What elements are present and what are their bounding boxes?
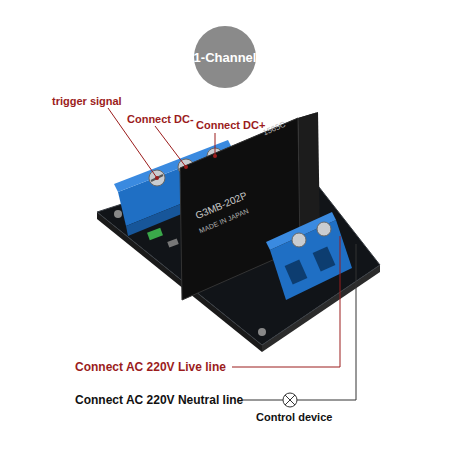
leader-line <box>155 126 186 167</box>
screw <box>149 170 165 186</box>
mount-hole <box>258 328 266 336</box>
wiring-label: Connect AC 220V Neutral line <box>75 394 243 406</box>
screw-slot <box>151 175 163 181</box>
signal-label: trigger signal <box>52 96 122 107</box>
live-wire <box>232 236 340 367</box>
leader-line <box>215 133 216 156</box>
lamp-symbol <box>283 393 297 407</box>
leader-dot <box>155 176 159 180</box>
ac-terminal-block <box>266 212 336 250</box>
screw <box>317 222 331 236</box>
screw <box>292 233 306 247</box>
leader-dot <box>184 165 188 169</box>
signal-label: Connect DC- <box>127 114 194 125</box>
signal-label: Connect DC+ <box>196 120 265 131</box>
mount-hole <box>114 210 122 218</box>
leader-dot <box>213 154 217 158</box>
neutral-wire <box>242 400 283 401</box>
lamp-symbol <box>285 395 295 405</box>
badge-text: 1-Channel <box>193 25 257 89</box>
device-label: Control device <box>256 412 332 423</box>
wire-opening <box>285 260 308 285</box>
led <box>147 228 163 240</box>
neutral-wire <box>297 244 356 400</box>
lamp-symbol <box>285 395 295 405</box>
resistor-symbol <box>167 238 178 247</box>
badge-circle <box>194 26 256 88</box>
wiring-label: Connect AC 220V Live line <box>75 361 226 373</box>
wire-opening <box>313 247 336 272</box>
channel-badge: 1-Channel <box>193 25 257 89</box>
